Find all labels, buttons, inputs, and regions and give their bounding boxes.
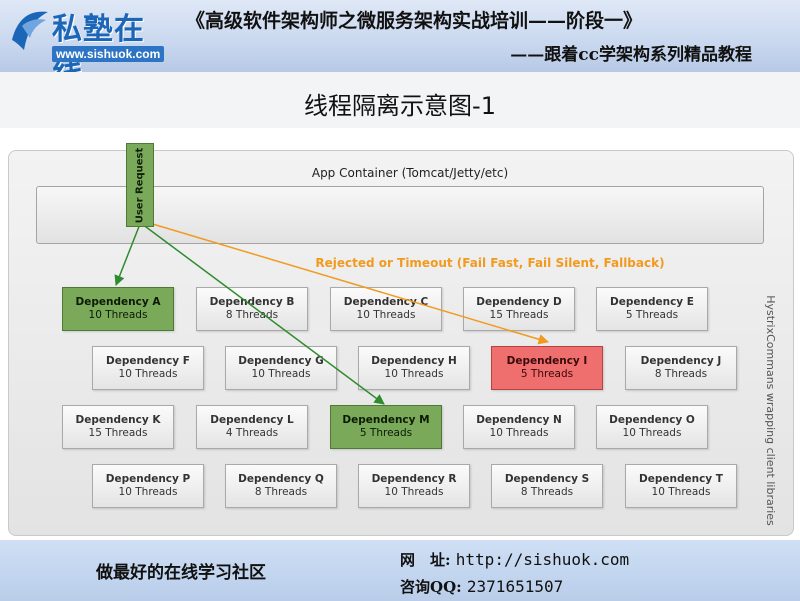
dependency-threads: 5 Threads (359, 427, 413, 439)
site-label: 网 址: (400, 551, 451, 569)
footer-qq: 咨询QQ: 2371651507 (400, 576, 563, 597)
dependency-name: Dependency I (506, 355, 588, 367)
qq-label: 咨询QQ: (400, 578, 462, 596)
dependency-name: Dependency E (610, 296, 694, 308)
dependency-name: Dependency H (371, 355, 457, 367)
dependency-threads: 10 Threads (118, 368, 178, 380)
dependency-name: Dependency Q (238, 473, 324, 485)
dependency-name: Dependency R (371, 473, 457, 485)
dependency-name: Dependency L (210, 414, 294, 426)
rejected-timeout-label: Rejected or Timeout (Fail Fast, Fail Sil… (315, 256, 665, 270)
course-subtitle: ——跟着cc学架构系列精品教程 (510, 45, 752, 65)
dependency-name: Dependency M (342, 414, 430, 426)
heading-band (0, 72, 800, 128)
dependency-threads: 15 Threads (489, 309, 549, 321)
dependency-threads: 8 Threads (254, 486, 308, 498)
dependency-name: Dependency N (476, 414, 562, 426)
hystrix-side-label: HystrixCommans wrapping client libraries (763, 294, 777, 526)
dependency-name: Dependency K (75, 414, 161, 426)
dependency-name: Dependency G (238, 355, 324, 367)
dependency-threads: 10 Threads (489, 427, 549, 439)
dependency-name: Dependency A (75, 296, 161, 308)
dependency-threads: 15 Threads (88, 427, 148, 439)
footer-site[interactable]: 网 址: http://sishuok.com (400, 549, 629, 570)
footer-banner (0, 540, 800, 601)
site-value[interactable]: http://sishuok.com (455, 550, 630, 569)
dependency-name: Dependency J (640, 355, 722, 367)
logo-swoosh-icon (12, 11, 48, 50)
dependency-name: Dependency B (209, 296, 295, 308)
dependency-threads: 10 Threads (651, 486, 711, 498)
dependency-name: Dependency D (476, 296, 562, 308)
dependency-threads: 10 Threads (118, 486, 178, 498)
dependency-threads: 10 Threads (384, 486, 444, 498)
slide-title: 线程隔离示意图-1 (304, 92, 496, 120)
app-container-label: App Container (Tomcat/Jetty/etc) (311, 166, 509, 180)
dependency-threads: 10 Threads (251, 368, 311, 380)
user-request-label: User Request (134, 147, 146, 223)
dependency-name: Dependency P (105, 473, 191, 485)
dependency-threads: 8 Threads (520, 486, 574, 498)
dependency-threads: 5 Threads (520, 368, 574, 380)
logo-url[interactable]: www.sishuok.com (52, 46, 165, 62)
dependency-name: Dependency F (106, 355, 190, 367)
dependency-name: Dependency S (504, 473, 590, 485)
course-title: 《高级软件架构师之微服务架构实战培训——阶段一》 (186, 10, 643, 32)
dependency-name: Dependency T (639, 473, 723, 485)
site-logo[interactable]: 私塾在线 www.sishuok.com (0, 0, 170, 91)
dependency-threads: 10 Threads (622, 427, 682, 439)
dependency-threads: 8 Threads (654, 368, 708, 380)
header-banner: 私塾在线 www.sishuok.com 《高级软件架构师之微服务架构实战培训—… (0, 0, 800, 91)
dependency-threads: 8 Threads (225, 309, 279, 321)
dependency-name: Dependency O (609, 414, 695, 426)
user-request-box: User Request (126, 143, 154, 227)
dependency-threads: 4 Threads (225, 427, 279, 439)
dependency-threads: 10 Threads (384, 368, 444, 380)
dependency-threads: 5 Threads (625, 309, 679, 321)
dependency-name: Dependency C (343, 296, 429, 308)
dependency-threads: 10 Threads (356, 309, 416, 321)
qq-value: 2371651507 (466, 577, 564, 596)
dependency-threads: 10 Threads (88, 309, 148, 321)
footer-slogan: 做最好的在线学习社区 (96, 563, 266, 583)
